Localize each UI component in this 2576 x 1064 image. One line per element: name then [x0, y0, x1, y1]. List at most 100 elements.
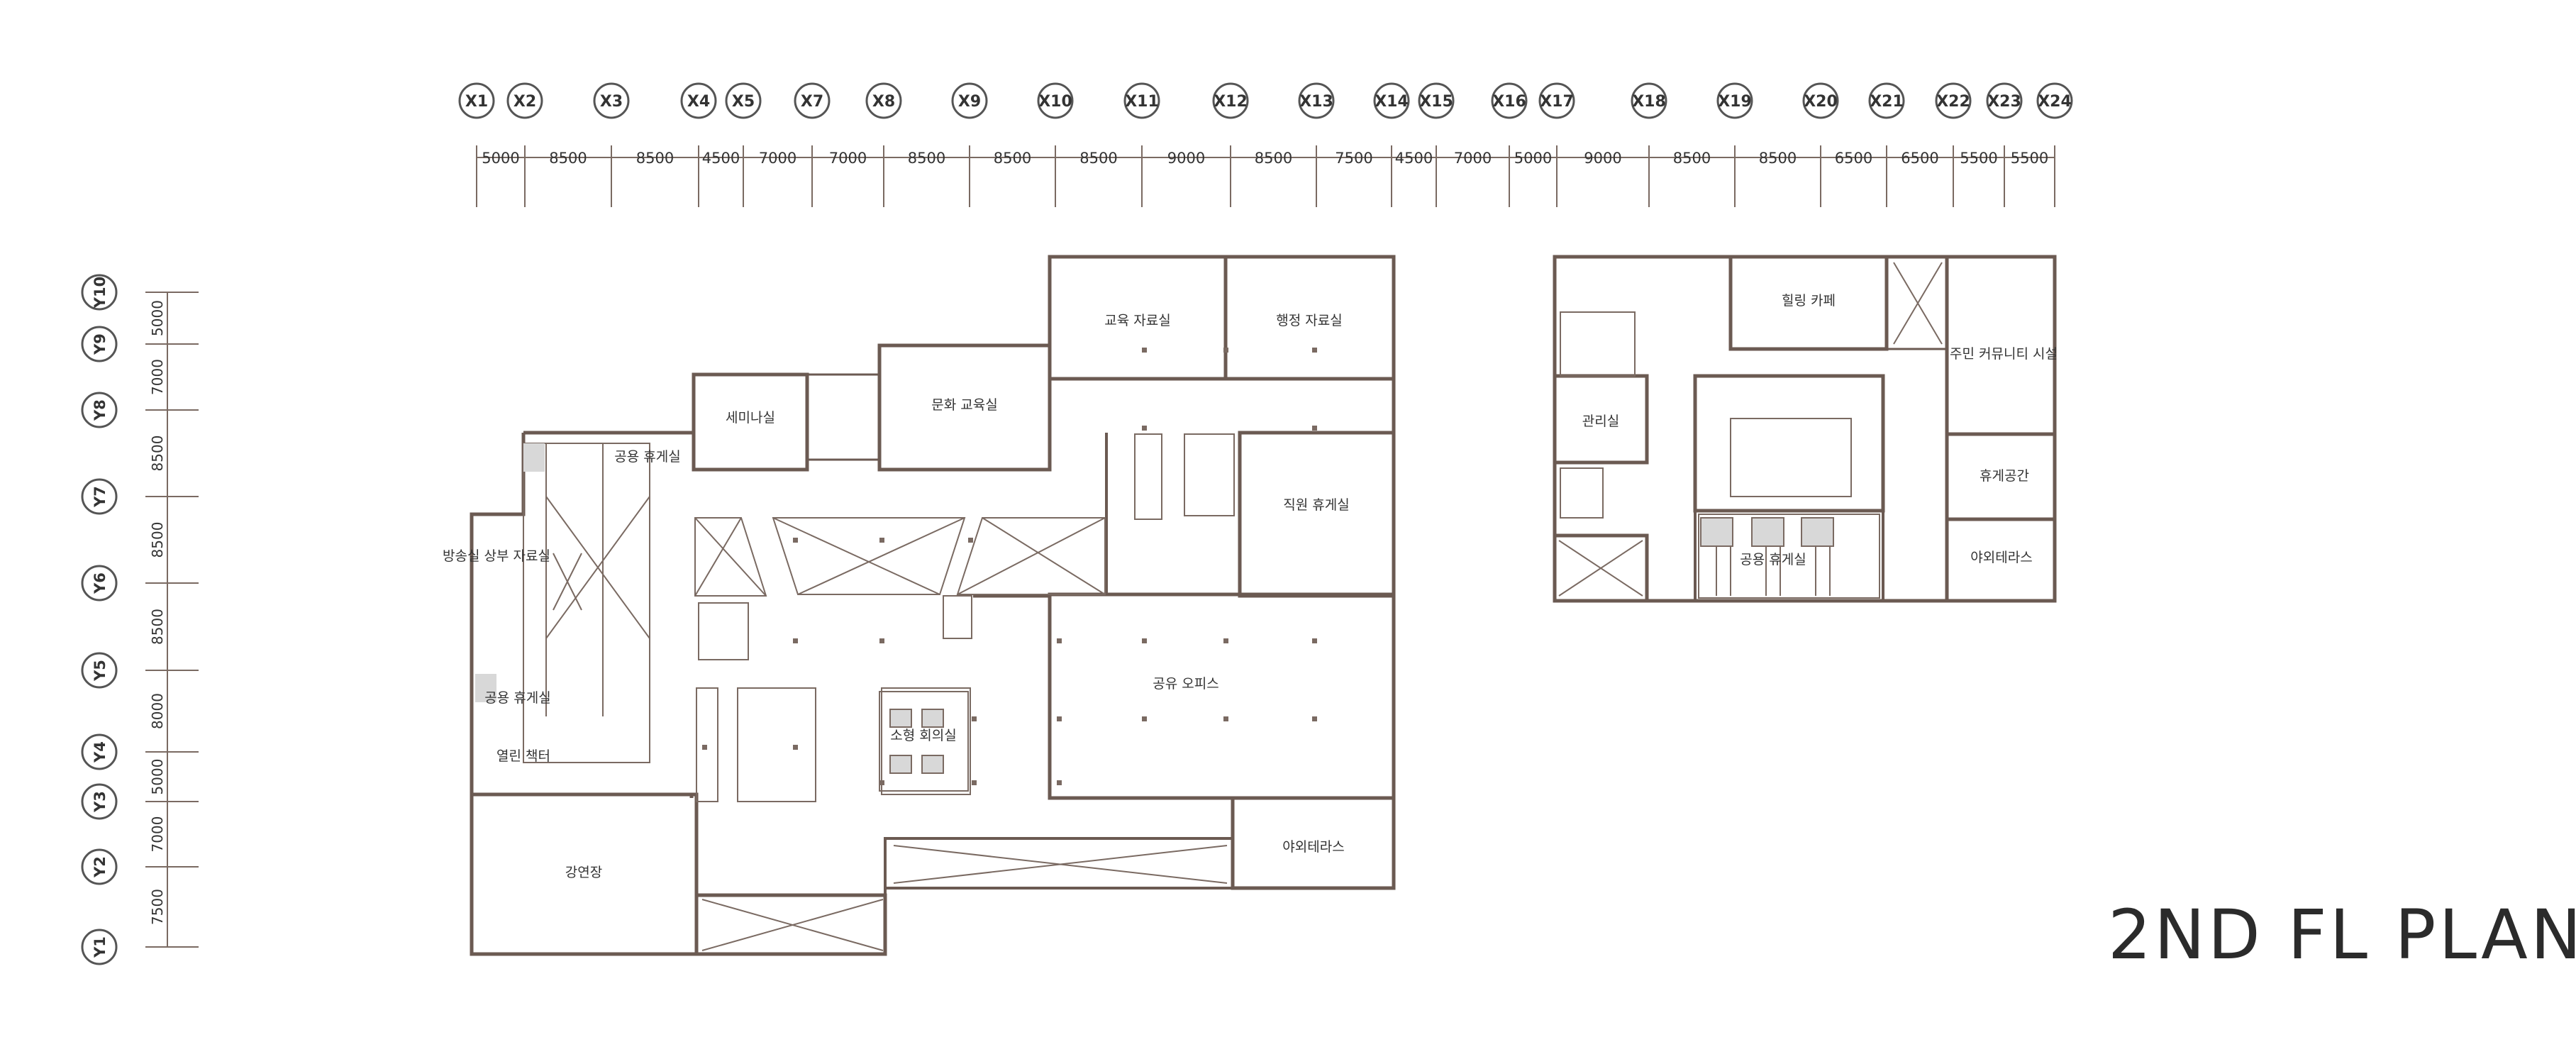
- x-grid-bubble: [1716, 82, 1753, 119]
- x-grid-bubble: [1373, 82, 1410, 119]
- y-grid-bubble: [81, 783, 118, 820]
- x-grid-label: X16: [1492, 93, 1526, 111]
- x-spacing-label: 8500: [994, 150, 1031, 167]
- label-common-lounge-1: 공용 휴게실: [614, 449, 680, 465]
- resident-community: [1945, 255, 2057, 436]
- label-edu-data: 교육 자료실: [1104, 313, 1170, 328]
- bottom-strip: [884, 837, 1234, 890]
- core-stair-1: [806, 373, 881, 461]
- y-grid-bubble: [81, 326, 118, 362]
- x-spacing-label: 5500: [2011, 150, 2048, 167]
- label-rest-space: 휴게공간: [1980, 468, 2029, 484]
- x-spacing-label: 7500: [1335, 150, 1372, 167]
- x-grid-bubble: [593, 82, 630, 119]
- bottom-left-void: [1553, 533, 1649, 603]
- x-grid-bubble: [865, 82, 902, 119]
- x-grid-label: X5: [732, 93, 755, 111]
- x-grid-label: X22: [1936, 93, 1970, 111]
- x-grid-bubble: [1868, 82, 1905, 119]
- x-spacing-label: 5000: [482, 150, 519, 167]
- label-shared-office: 공유 오피스: [1153, 676, 1218, 692]
- x-grid-bubble: [1418, 82, 1455, 119]
- x-grid-bubble: [1298, 82, 1335, 119]
- x-grid-bubble: [1491, 82, 1528, 119]
- y-grid-bubble: [81, 274, 118, 311]
- x-spacing-label: 8500: [1255, 150, 1292, 167]
- left-interior-lines: [475, 348, 1317, 951]
- x-spacing-label: 8500: [636, 150, 674, 167]
- x-spacing-label: 6500: [1835, 150, 1872, 167]
- x-grid-bubble: [1802, 82, 1839, 119]
- y-spacing-label: 7000: [149, 816, 166, 853]
- y-grid-label: Y8: [91, 399, 109, 421]
- y-spacing-label: 7000: [149, 359, 166, 395]
- x-grid-bubble: [1631, 82, 1667, 119]
- label-open-library: 열린 책터: [496, 748, 550, 764]
- x-grid-bubble: [458, 82, 495, 119]
- x-grid-label: X14: [1375, 93, 1409, 111]
- label-culture-edu: 문화 교육실: [931, 397, 997, 413]
- label-common-lounge-3: 공용 휴게실: [1740, 552, 1806, 567]
- y-grid-label: Y2: [91, 856, 109, 878]
- right-interior-lines: [1558, 262, 1943, 599]
- x-spacing-label: 7000: [1454, 150, 1492, 167]
- x-spacing-label: 4500: [1395, 150, 1433, 167]
- staff-lounge: [1238, 431, 1396, 598]
- x-spacing-label: 8500: [1673, 150, 1711, 167]
- x-grid-label: X12: [1214, 93, 1248, 111]
- y-spacing-label: 5000: [149, 300, 166, 336]
- y-grid-label: Y3: [91, 791, 109, 813]
- y-grid-bubble: [81, 478, 118, 515]
- y-grid-bubble: [81, 652, 118, 689]
- x-grid-label: X2: [513, 93, 536, 111]
- x-grid-label: X23: [1987, 93, 2021, 111]
- x-grid-label: X3: [600, 93, 623, 111]
- x-grid-label: X4: [687, 93, 710, 111]
- label-auditorium: 강연장: [565, 865, 602, 880]
- common-lounge-3-wall: [1694, 511, 1884, 601]
- x-grid-bubble: [1123, 82, 1160, 119]
- y-grid-label: Y4: [91, 741, 109, 763]
- x-spacing-label: 8500: [908, 150, 945, 167]
- x-spacing-label: 6500: [1901, 150, 1938, 167]
- x-grid-label: X15: [1419, 93, 1453, 111]
- x-spacing-label: 9000: [1584, 150, 1621, 167]
- x-grid-label: X20: [1804, 93, 1838, 111]
- y-grid-label: Y6: [91, 572, 109, 594]
- x-grid-label: X19: [1718, 93, 1752, 111]
- label-broadcast-office: 방송실 상부 자료실: [443, 548, 550, 564]
- y-spacing-label: 8000: [149, 693, 166, 729]
- label-resident-community: 주민 커뮤니티 시설: [1950, 346, 2058, 362]
- x-grid-bubble: [1037, 82, 1074, 119]
- x-grid-label: X21: [1870, 93, 1904, 111]
- x-grid-bubble: [951, 82, 988, 119]
- x-spacing-label: 8500: [1759, 150, 1797, 167]
- left-building: [470, 255, 1396, 956]
- y-grid-label: Y7: [91, 486, 109, 508]
- label-common-lounge-2: 공용 휴게실: [484, 690, 550, 706]
- label-seminar: 세미나실: [726, 410, 775, 426]
- x-grid-bubble: [506, 82, 543, 119]
- x-grid-bubble: [794, 82, 831, 119]
- shared-office-wall: [973, 594, 1394, 800]
- y-grid-bubble: [81, 848, 118, 885]
- y-grid-bubble: [81, 929, 118, 965]
- y-grid-axis: Y10Y9Y8Y7Y6Y5Y4Y3Y2Y15000700085008500850…: [81, 274, 199, 965]
- x-spacing-label: 9000: [1167, 150, 1205, 167]
- x-spacing-label: 7000: [759, 150, 796, 167]
- x-grid-bubble: [1935, 82, 1972, 119]
- x-spacing-label: 8500: [1079, 150, 1117, 167]
- x-grid-label: X8: [872, 93, 895, 111]
- x-grid-bubble: [1538, 82, 1575, 119]
- label-outdoor-terrace-1: 야외테라스: [1282, 839, 1344, 855]
- x-grid-bubble: [2036, 82, 2073, 119]
- x-grid-bubble: [725, 82, 762, 119]
- center-atrium: [1693, 374, 1885, 513]
- y-grid-bubble: [81, 565, 118, 602]
- y-spacing-label: 8500: [149, 436, 166, 472]
- x-spacing-label: 4500: [702, 150, 740, 167]
- x-grid-label: X13: [1299, 93, 1333, 111]
